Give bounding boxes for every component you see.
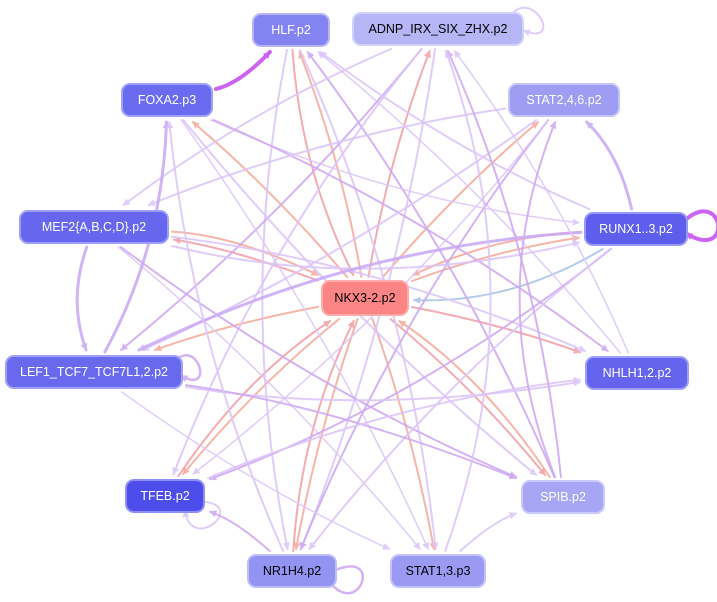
graph-edge-NKX32-STAT13[interactable] [371, 318, 437, 550]
graph-node-LEF1[interactable]: LEF1_TCF7_TCF7L1,2.p2 [5, 355, 183, 389]
graph-edge-NHLH-HLF[interactable] [317, 51, 622, 354]
graph-edge-ADNP-TFEB[interactable] [172, 48, 423, 475]
graph-edge-RUNX-HLF[interactable] [319, 51, 591, 210]
node-label: SPIB.p2 [540, 490, 586, 504]
graph-edge-MEF2-NHLH[interactable] [171, 235, 587, 352]
graph-node-NKX32[interactable]: NKX3-2.p2 [321, 280, 409, 316]
graph-edge-FOXA2-STAT13[interactable] [180, 119, 429, 550]
graph-edge-MEF2-STAT13[interactable] [117, 246, 421, 550]
node-label: RUNX1..3.p2 [599, 222, 673, 236]
node-label: MEF2{A,B,C,D}.p2 [41, 220, 147, 234]
graph-edge-NKX32-FOXA2[interactable] [191, 121, 349, 278]
graph-node-STAT246[interactable]: STAT2,4,6.p2 [508, 83, 620, 117]
graph-edge-RUNX-RUNX[interactable] [681, 209, 717, 242]
graph-node-MEF2[interactable]: MEF2{A,B,C,D}.p2 [19, 210, 169, 244]
graph-edge-RUNX-TFEB[interactable] [209, 248, 612, 481]
graph-edge-NR1H4-NKX32[interactable] [292, 320, 355, 552]
node-label: ADNP_IRX_SIX_ZHX.p2 [368, 22, 508, 36]
graph-edge-STAT246-MEF2[interactable] [147, 107, 506, 206]
graph-edge-FOXA2-NHLH[interactable] [212, 119, 609, 352]
node-label: LEF1_TCF7_TCF7L1,2.p2 [20, 365, 168, 379]
node-label: STAT2,4,6.p2 [526, 93, 602, 107]
graph-edge-NKX32-MEF2[interactable] [173, 237, 319, 282]
graph-node-FOXA2[interactable]: FOXA2.p3 [121, 83, 213, 117]
graph-node-ADNP[interactable]: ADNP_IRX_SIX_ZHX.p2 [352, 12, 524, 46]
graph-edge-NKX32-TFEB[interactable] [182, 318, 341, 475]
node-label: TFEB.p2 [140, 489, 190, 503]
graph-edge-SPIB-HLF[interactable] [306, 51, 556, 478]
node-label: NKX3-2.p2 [334, 291, 396, 305]
node-label: HLF.p2 [271, 23, 311, 37]
graph-edge-TFEB-NHLH[interactable] [207, 376, 581, 480]
node-label: NR1H4.p2 [262, 564, 322, 578]
node-label: FOXA2.p3 [137, 93, 197, 107]
graph-edge-SPIB-STAT246[interactable] [518, 121, 557, 478]
node-label: NHLH1,2.p2 [602, 366, 672, 380]
graph-edge-STAT246-NR1H4[interactable] [299, 119, 550, 550]
graph-edge-NKX32-NHLH[interactable] [411, 306, 581, 354]
graph-edge-STAT13-SPIB[interactable] [459, 512, 517, 552]
graph-edge-NKX32-RUNX[interactable] [411, 234, 580, 282]
graph-edge-LEF1-SPIB[interactable] [185, 384, 517, 480]
graph-edge-NR1H4-FOXA2[interactable] [166, 121, 285, 552]
graph-edge-STAT13-ADNP[interactable] [444, 50, 492, 552]
graph-edge-TFEB-NKX32[interactable] [177, 320, 332, 477]
graph-edge-MEF2-LEF1[interactable] [75, 245, 89, 352]
graph-edge-NHLH-ADNP[interactable] [453, 50, 630, 354]
graph-node-NR1H4[interactable]: NR1H4.p2 [247, 554, 337, 588]
graph-edge-HLF-NR1H4[interactable] [261, 49, 290, 550]
graph-edge-ADNP-ADNP[interactable] [507, 6, 545, 37]
graph-node-RUNX[interactable]: RUNX1..3.p2 [584, 212, 688, 246]
graph-edge-NR1H4-TFEB[interactable] [209, 510, 271, 552]
graph-edge-NKX32-NR1H4[interactable] [293, 318, 359, 550]
graph-edge-MEF2-SPIB[interactable] [119, 246, 517, 478]
graph-edge-TFEB-TFEB[interactable] [182, 500, 222, 530]
graph-edge-FOXA2-HLF[interactable] [214, 50, 272, 91]
graph-edge-RUNX-NR1H4[interactable] [308, 248, 612, 550]
graph-edge-NKX32-LEF1[interactable] [153, 305, 319, 352]
graph-edge-ADNP-LEF1[interactable] [119, 48, 423, 351]
graph-node-SPIB[interactable]: SPIB.p2 [521, 480, 605, 514]
graph-edge-SPIB-NKX32[interactable] [398, 320, 551, 478]
graph-node-STAT13[interactable]: STAT1,3.p3 [390, 554, 486, 588]
node-label: STAT1,3.p3 [405, 564, 471, 578]
graph-edge-NR1H4-NR1H4[interactable] [327, 565, 364, 595]
graph-edge-RUNX-NKX32[interactable] [413, 248, 604, 304]
graph-node-NHLH[interactable]: NHLH1,2.p2 [585, 356, 689, 390]
graph-edge-LEF1-STAT13[interactable] [121, 391, 391, 550]
graph-edge-NKX32-SPIB[interactable] [389, 318, 547, 476]
graph-node-TFEB[interactable]: TFEB.p2 [125, 479, 205, 513]
graph-edge-ADNP-MEF2[interactable] [122, 48, 393, 206]
graph-node-HLF[interactable]: HLF.p2 [252, 13, 330, 47]
graph-edge-RUNX-LEF1[interactable] [137, 230, 583, 352]
graph-edge-RUNX-STAT246[interactable] [585, 120, 634, 211]
